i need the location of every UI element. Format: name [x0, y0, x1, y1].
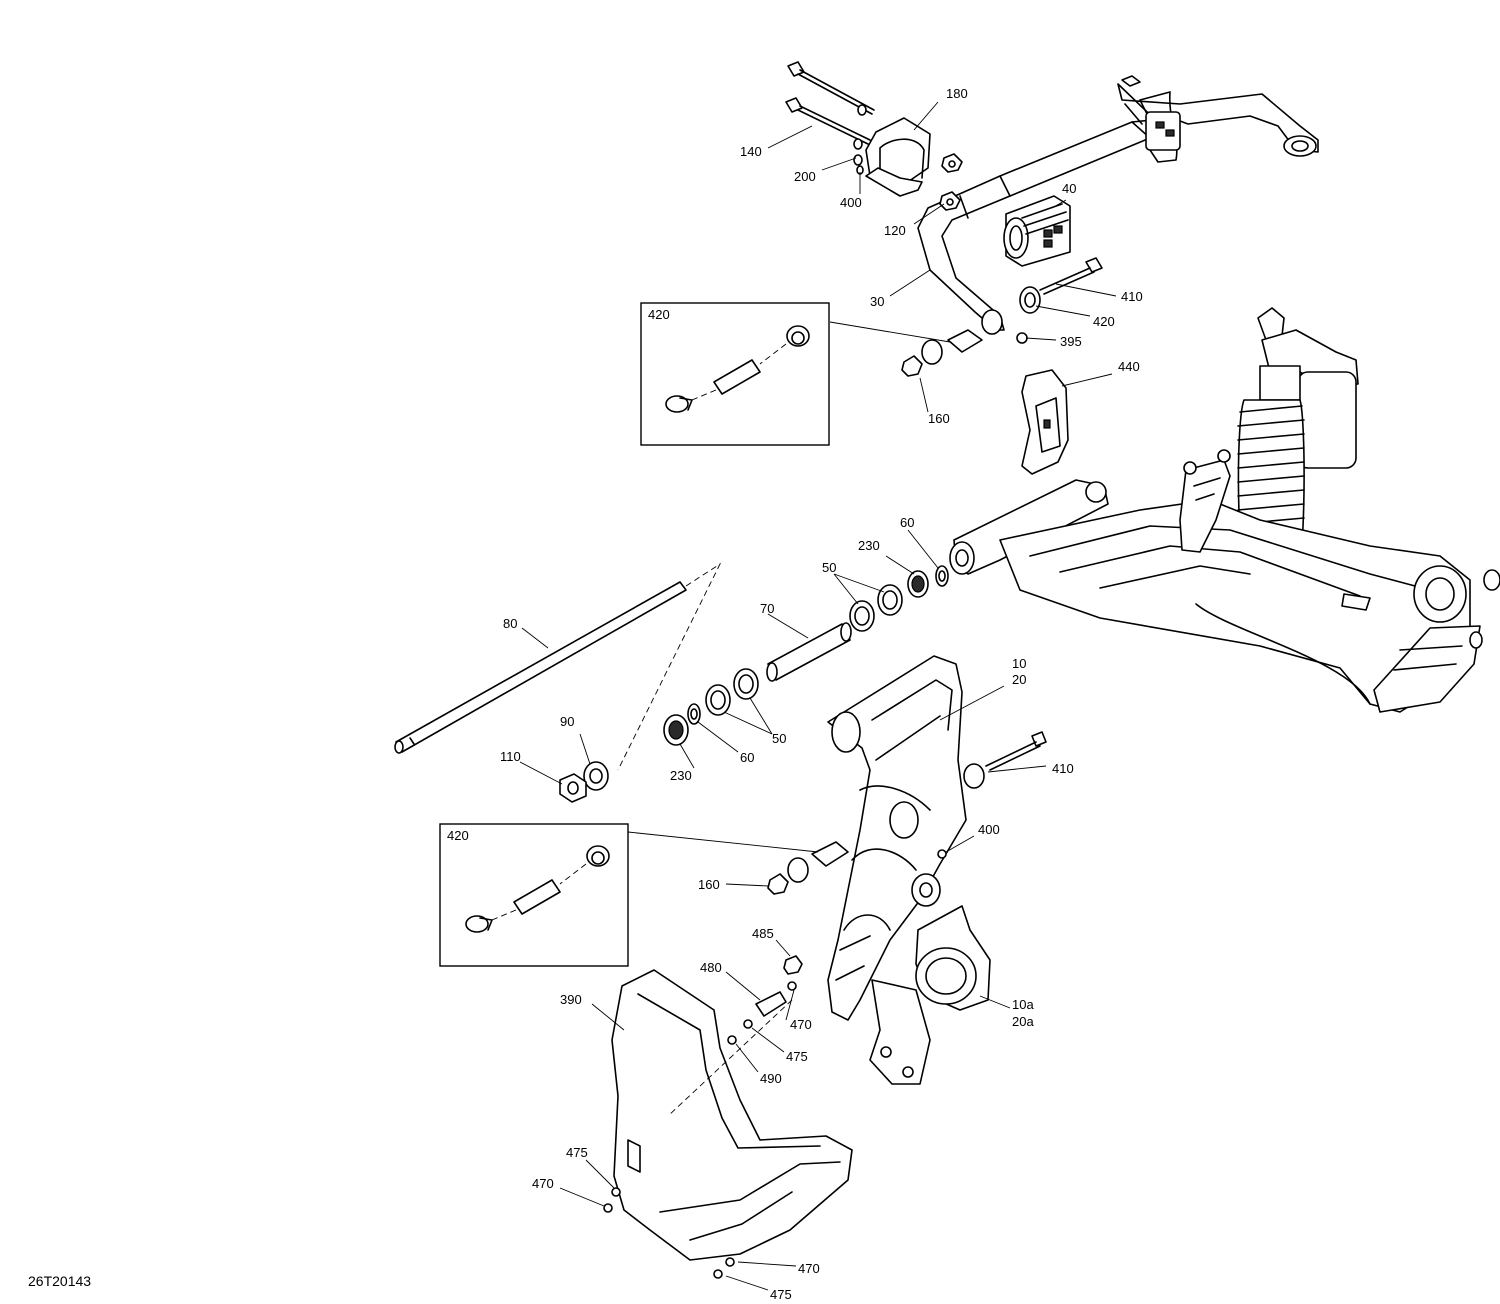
callout-230: 230: [670, 768, 692, 783]
callout-70: 70: [760, 601, 775, 616]
callout-470: 470: [798, 1261, 820, 1276]
detail-box-bottom-label: 420: [447, 828, 469, 843]
assembly-line-guard: [667, 999, 793, 1117]
callout-10a: 10a: [1012, 997, 1034, 1012]
clamp-bracket-180: [865, 117, 931, 197]
detail-box-top-label: 420: [648, 307, 670, 322]
assembly-line-pivot: [617, 562, 722, 771]
callout-230: 230: [858, 538, 880, 553]
callout-480: 480: [700, 960, 722, 975]
detail-box-bottom: [439, 823, 629, 967]
skid-guard: [611, 969, 853, 1261]
callout-400: 400: [840, 195, 862, 210]
callout-400: 400: [978, 822, 1000, 837]
callout-390: 390: [560, 992, 582, 1007]
detail-box-top: [640, 302, 830, 446]
callout-50: 50: [772, 731, 787, 746]
callout-395: 395: [1060, 334, 1082, 349]
hub-housing-10a: [869, 905, 991, 1085]
sleeve-70: [766, 622, 852, 682]
nuts-120: [939, 153, 963, 211]
callout-200: 200: [794, 169, 816, 184]
pivot-hardware-lower: [663, 668, 759, 746]
callout-20: 20: [1012, 672, 1027, 687]
callout-440: 440: [1118, 359, 1140, 374]
figure-id: 26T20143: [28, 1273, 92, 1289]
callout-420: 420: [1093, 314, 1115, 329]
lower-link-hardware: [767, 731, 1047, 895]
pivot-bolt-80: [394, 581, 687, 754]
callout-50: 50: [822, 560, 837, 575]
callout-160: 160: [928, 411, 950, 426]
pivot-hardware-upper: [849, 565, 949, 632]
callout-475: 475: [770, 1287, 792, 1302]
callout-110: 110: [500, 749, 521, 764]
callout-470: 470: [790, 1017, 812, 1032]
callout-180: 180: [946, 86, 968, 101]
callout-160: 160: [698, 877, 720, 892]
callout-140: 140: [740, 144, 762, 159]
nut-110: [559, 773, 587, 803]
stabilizer-link-hardware: [901, 257, 1103, 377]
callout-120: 120: [884, 223, 906, 238]
link-440: [1021, 369, 1069, 475]
upper-a-arm: [949, 449, 1500, 713]
callout-470: 470: [532, 1176, 554, 1191]
callout-490: 490: [760, 1071, 782, 1086]
bolts-140: [785, 61, 875, 150]
callout-10: 10: [1012, 656, 1027, 671]
guard-fasteners: [603, 955, 803, 1279]
bushing-40: [1003, 195, 1071, 267]
leader-lines: [519, 101, 1117, 1291]
spacer-90: [583, 761, 609, 791]
callout-410: 410: [1052, 761, 1074, 776]
trailing-arm: [827, 655, 967, 1021]
stabilizer-bar: [917, 75, 1319, 335]
callout-90: 90: [560, 714, 575, 729]
callout-30: 30: [870, 294, 885, 309]
callout-60: 60: [740, 750, 755, 765]
callout-40: 40: [1062, 181, 1077, 196]
callout-20a: 20a: [1012, 1014, 1034, 1029]
callout-485: 485: [752, 926, 774, 941]
callout-475: 475: [566, 1145, 588, 1160]
callout-475: 475: [786, 1049, 808, 1064]
callout-80: 80: [503, 616, 518, 631]
callout-60: 60: [900, 515, 915, 530]
callout-410: 410: [1121, 289, 1143, 304]
